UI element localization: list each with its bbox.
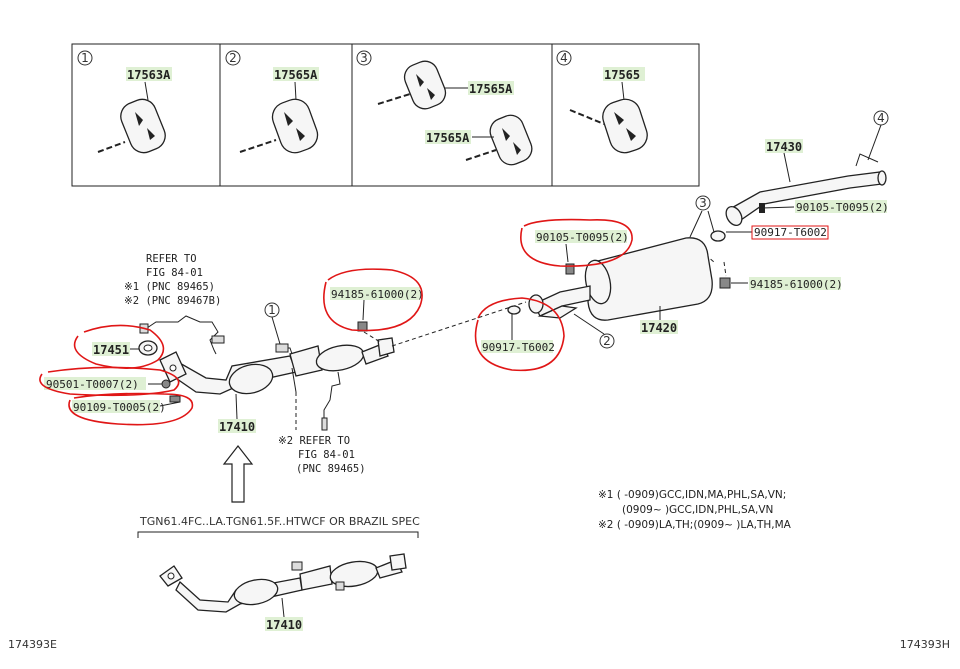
inset-3-part-number-a: 17565A xyxy=(469,82,513,96)
refer-lower-line-2: FIG 84-01 xyxy=(298,449,355,461)
front-flange-nut-label: 94185-61000(2) xyxy=(330,287,424,321)
footer-left-id: 174393E xyxy=(8,638,57,651)
front-pipe-assembly: 17410 1 xyxy=(159,301,527,434)
tail-pipe-assembly: 4 17430 90105-T0095(2) 90917-T6002 94185… xyxy=(689,110,889,291)
rubber-hanger-4 xyxy=(569,98,648,154)
refer-note-upper: REFER TO FIG 84-01 ※1 (PNC 89465) ※2 (PN… xyxy=(124,253,221,307)
inset-3: 3 17565A 17565A xyxy=(356,50,533,166)
highlight-90501 xyxy=(39,366,180,397)
footnote-1: ※1 ( -0909)GCC,IDN,MA,PHL,SA,VN; xyxy=(598,489,786,501)
inset-2-part-number: 17565A xyxy=(274,68,318,82)
up-arrow-icon xyxy=(222,445,254,503)
part-90105-t0095-right: 90105-T0095(2) xyxy=(796,201,889,214)
highlight-90109 xyxy=(68,392,194,426)
refer-lower-line-3: (PNC 89465) xyxy=(296,463,366,475)
part-17420: 17420 xyxy=(641,321,677,335)
part-17410-variant: 17410 xyxy=(266,618,302,632)
refer-upper-line-3: ※1 (PNC 89465) xyxy=(124,281,215,293)
part-17430: 17430 xyxy=(766,140,802,154)
inset-1-index: 1 xyxy=(81,51,89,65)
inset-1: 1 17563A xyxy=(77,50,172,154)
inset-3-part-number-b: 17565A xyxy=(426,131,470,145)
callout-3: 3 xyxy=(699,196,707,210)
part-17451: 17451 xyxy=(93,343,129,357)
variant-front-pipe xyxy=(159,553,407,613)
refer-note-lower: ※2 REFER TO FIG 84-01 (PNC 89465) xyxy=(278,435,366,475)
footer-right-id: 174393H xyxy=(900,638,950,651)
part-90109-t0005: 90109-T0005(2) xyxy=(73,401,166,414)
refer-upper-line-2: FIG 84-01 xyxy=(146,267,203,279)
refer-lower-line-1: ※2 REFER TO xyxy=(278,435,350,447)
refer-upper-line-4: ※2 (PNC 89467B) xyxy=(124,295,221,307)
part-94185-61000-right: 94185-61000(2) xyxy=(750,278,843,291)
spec-label: TGN61.4FC..LA.TGN61.5F..HTWCF OR BRAZIL … xyxy=(139,515,420,528)
highlight-94185-mid xyxy=(323,268,423,332)
gasket-and-bolts: 17451 90501-T0007(2) 90109-T0005(2) xyxy=(44,340,181,414)
callout-1: 1 xyxy=(268,303,276,317)
highlight-90917-mid xyxy=(474,297,565,372)
footnote-2: ※2 ( -0909)LA,TH;(0909~ )LA,TH,MA xyxy=(598,519,792,531)
part-94185-61000-mid: 94185-61000(2) xyxy=(331,288,424,301)
rubber-hanger-1 xyxy=(97,98,166,154)
part-90501-t0007: 90501-T0007(2) xyxy=(46,378,139,391)
inset-panel: 1 17563A 2 17565A 3 xyxy=(71,43,700,187)
inset-4-part-number: 17565 xyxy=(604,68,640,82)
callout-2: 2 xyxy=(603,334,611,348)
callout-4: 4 xyxy=(877,111,885,125)
highlight-17451 xyxy=(73,324,165,369)
muffler-joint-labels: 90105-T0095(2) 90917-T6002 xyxy=(481,230,629,354)
spec-variant-section: TGN61.4FC..LA.TGN61.5F..HTWCF OR BRAZIL … xyxy=(137,515,420,632)
rubber-hanger-2 xyxy=(239,98,319,154)
footnote-1-cont: (0909~ )GCC,IDN,PHL,SA,VN xyxy=(622,504,773,516)
rubber-hanger-3a xyxy=(377,60,447,110)
highlight-90105-mid xyxy=(520,218,633,267)
inset-2: 2 17565A xyxy=(225,50,319,154)
inset-1-part-number: 17563A xyxy=(127,68,171,82)
part-17410-main: 17410 xyxy=(219,420,255,434)
inset-2-index: 2 xyxy=(229,51,237,65)
muffler-assembly: 17420 2 xyxy=(528,237,713,349)
red-highlight-marks xyxy=(39,218,633,426)
footnotes: ※1 ( -0909)GCC,IDN,MA,PHL,SA,VN; (0909~ … xyxy=(598,489,792,531)
inset-4: 4 17565 xyxy=(556,50,648,154)
refer-upper-line-1: REFER TO xyxy=(146,253,197,265)
part-90917-t6002-mid: 90917-T6002 xyxy=(482,341,555,354)
rubber-hanger-3b xyxy=(465,114,533,166)
inset-4-index: 4 xyxy=(560,51,568,65)
part-90917-t6002-right: 90917-T6002 xyxy=(754,226,827,239)
part-90105-t0095-mid: 90105-T0095(2) xyxy=(536,231,629,244)
inset-3-index: 3 xyxy=(360,51,368,65)
